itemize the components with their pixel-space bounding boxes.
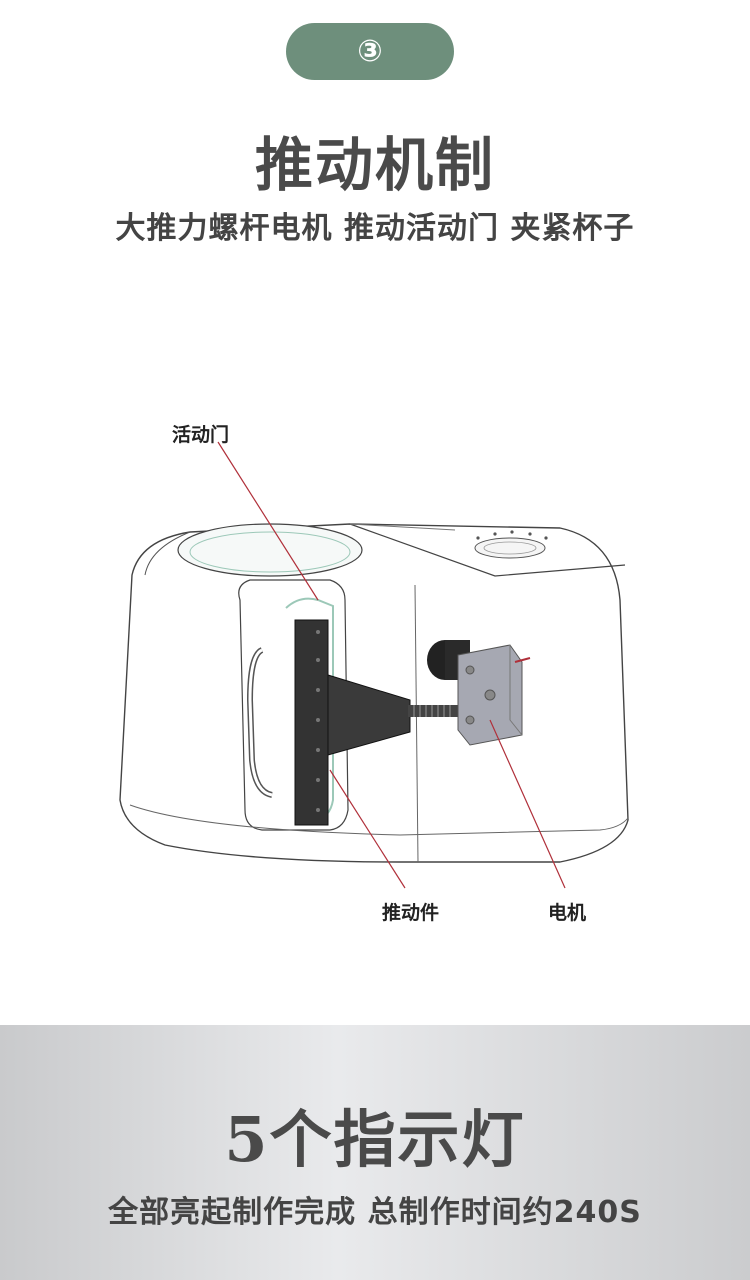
callout-line-motor xyxy=(489,719,566,889)
indicator-title: 5个指示灯 xyxy=(224,1103,526,1176)
label-door: 活动门 xyxy=(172,424,230,446)
step-badge: ③ xyxy=(286,23,454,80)
page-subtitle: 大推力螺杆电机 推动活动门 夹紧杯子 xyxy=(115,211,635,246)
page-title: 推动机制 xyxy=(254,131,495,199)
indicator-subtitle: 全部亮起制作完成 总制作时间约240S xyxy=(108,1195,642,1230)
control-dial xyxy=(474,537,546,559)
callout-line-pusher xyxy=(329,769,406,889)
pusher-plate xyxy=(294,619,329,826)
label-motor: 电机 xyxy=(548,902,587,924)
pusher-arm xyxy=(327,674,411,756)
callout-line-door xyxy=(217,441,319,601)
label-pusher: 推动件 xyxy=(382,902,440,924)
step-number: ③ xyxy=(357,34,383,69)
machine-diagram xyxy=(119,441,629,889)
indicator-section: 5个指示灯 全部亮起制作完成 总制作时间约240S xyxy=(0,1025,750,1280)
